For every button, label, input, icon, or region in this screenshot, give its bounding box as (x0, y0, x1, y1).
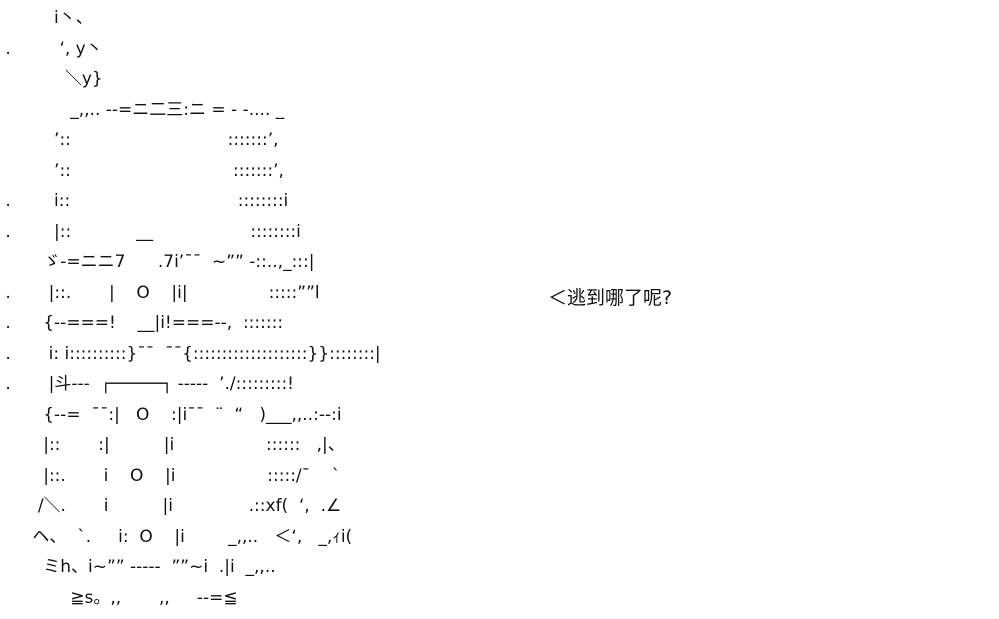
art-line: . {--===! __|i!===--, ::::::: (0, 313, 284, 333)
art-line: ヘ、 `. i: O |i _,,.. ＜‘, _,ｨi( (0, 527, 353, 547)
art-line: |::. i O |i :::::/¯ ` (0, 466, 341, 486)
art-line: _,,.. --=ニ二三:ニ = - -.... _ (0, 100, 285, 120)
art-line: . |斗--- ┌─────┐ ----- ’./:::::::::! (0, 374, 294, 394)
art-line: i丶、 (0, 8, 93, 28)
art-line: ゞ-=ニニ7 .7i’¯¯ ~”” -::..,_:::| (0, 252, 315, 272)
speech-text: ＜逃到哪了呢? (548, 287, 673, 309)
art-line: . |:: __ ::::::::i (0, 222, 301, 242)
art-line: . ‘, y丶 (0, 39, 103, 59)
art-line: ミh、i~”” ----- ””~i .|i _,,.. (0, 557, 276, 577)
art-line: ≧s。,, ,, --=≦ (0, 588, 238, 608)
art-line: {--= ¯¯:| O :|i¯¯ ¨ “ )___,,..:--:i (0, 405, 342, 425)
art-line: ’:: :::::::’, (0, 130, 279, 150)
art-line: ＼y} (0, 69, 103, 89)
art-line: ’:: :::::::’, (0, 161, 284, 181)
art-line: . i:: ::::::::i (0, 191, 289, 211)
art-line: . i: i::::::::::}¯¯ ¯¯{:::::::::::::::::… (0, 344, 381, 364)
art-line: |:: :| |i :::::: ,|、 (0, 435, 345, 455)
art-line: . |::. | O |i| :::::””l (0, 283, 320, 303)
art-line: /＼. i |i .::xf( ‘, .∠ (0, 496, 342, 516)
